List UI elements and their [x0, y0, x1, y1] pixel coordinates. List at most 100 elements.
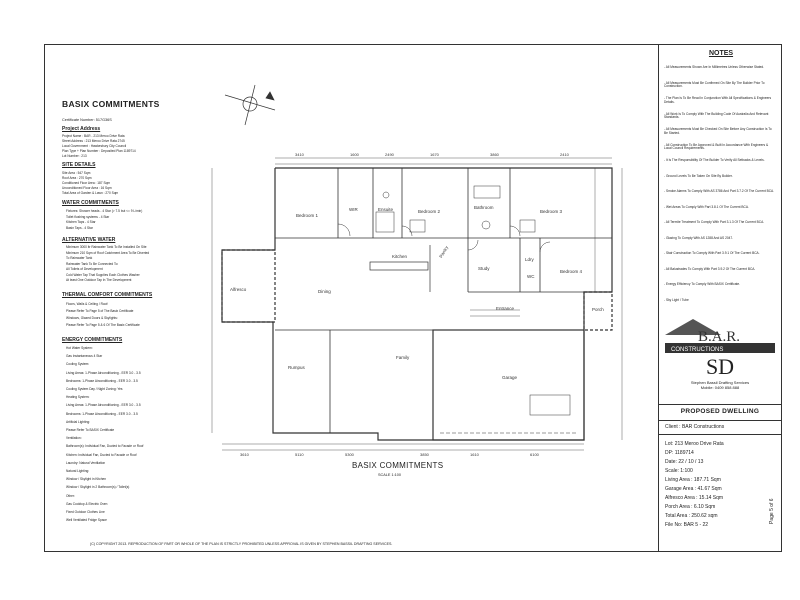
room-wir: WIR: [349, 207, 358, 212]
plan-scale: SCALE 1:100: [378, 473, 402, 477]
dp-label: DP: 1189714: [665, 450, 694, 456]
room-ensuite: Ensuite: [378, 207, 394, 212]
water-item: Toilet flushing systems - 4 Star: [66, 214, 110, 219]
energy-item: Well Ventilated Fridge Space: [66, 518, 107, 523]
note-item: - Sky Light / Tube: [664, 297, 689, 302]
company-logo-text: B.A.R.: [698, 329, 740, 345]
project-item: Street Address : 213 Meroo Drive Rata 27…: [62, 139, 125, 143]
drafting-phone: Mobile: 0409 858 888: [700, 385, 740, 390]
lot-label: Lot: 213 Meroo Drive Rata: [665, 441, 724, 447]
energy-item: Cooling System Day / Night Zoning: Yes: [66, 387, 123, 391]
dimension-label: 2490: [385, 152, 394, 157]
energy-item: Natural Lighting:: [66, 469, 90, 473]
room-kitchen: Kitchen: [392, 254, 408, 259]
north-arrow-icon: [224, 84, 276, 126]
living-area: Living Area : 187.71 Sqm: [665, 477, 721, 483]
energy-item: Living Areas: 1-Phase Airconditioning - …: [66, 403, 141, 408]
energy-item: Fixed Outdoor Clothes Line: [66, 510, 105, 514]
thermal-item: Windows, Glazed Doors & Skylights:: [66, 316, 118, 320]
room-bathroom: Bathroom: [474, 205, 494, 210]
drafting-logo: SD Stephen Bassil Drafting Services Mobi…: [659, 356, 781, 402]
energy-item: Hot Water System:: [66, 346, 93, 350]
drafting-logo-mark: SD: [705, 354, 735, 379]
dimension-label: 1670: [430, 152, 439, 157]
energy-item: Heating System:: [66, 395, 90, 400]
dimension-label: 5110: [295, 452, 304, 457]
alt-water-item: All Toilets of Development: [66, 267, 103, 271]
energy-item: Ventilation:: [66, 436, 82, 441]
energy-item: Bathroom(s): Individual Fan, Ducted to F…: [66, 444, 144, 449]
dimension-label: 6100: [530, 452, 539, 457]
room-porch: Porch: [592, 307, 604, 312]
room-entrance: Entrance: [496, 306, 515, 311]
energy-item: Window / Skylight in Kitchen: [66, 477, 107, 482]
energy-heading: ENERGY COMMITMENTS: [62, 337, 123, 343]
note-item: - All Construction To Be Approved & Buil…: [664, 142, 769, 151]
site-item: Site Area : 547 Sqm: [62, 171, 91, 175]
room-dining: Dining: [318, 289, 331, 294]
dimension-label: 3410: [295, 152, 304, 157]
water-item: Basin Taps - 4 Star: [66, 225, 93, 230]
energy-item: Bedrooms: 1-Phase Airconditioning - EER …: [66, 411, 138, 416]
note-item: - All Work Is To Comply With The Buildin…: [664, 111, 769, 120]
client-label: Client : BAR Constructions: [665, 424, 725, 430]
drafting-name: Stephen Bassil Drafting Services: [690, 380, 750, 385]
alt-water-heading: ALTERNATIVE WATER: [62, 237, 116, 243]
dimension-label: 5300: [345, 452, 354, 457]
project-item: Lot Number : 213: [62, 154, 87, 158]
note-item: - All Measurements Shown Are In Millimet…: [664, 65, 765, 69]
energy-item: Gas Instantaneous 4 Star: [66, 354, 103, 359]
note-item: - The Plan Is To Be Read In Conjunction …: [664, 96, 772, 104]
alt-water-item: Minimum 210 Sqm of Roof Catchment Area T…: [66, 250, 150, 255]
note-item: - It Is The Responsibility Of The Builde…: [664, 158, 765, 162]
water-heading: WATER COMMITMENTS: [62, 200, 119, 206]
plan-title: BASIX COMMITMENTS: [352, 461, 444, 470]
alt-water-item: At least One Outdoor Tap In The Developm…: [66, 278, 132, 282]
room-garage: Garage: [502, 375, 518, 380]
basix-title: BASIX COMMITMENTS: [62, 99, 160, 109]
room-alfresco: Alfresco: [230, 287, 247, 292]
energy-item: Please Refer To BASIX Certificate: [66, 428, 115, 432]
date-label: Date: 22 / 10 / 13: [665, 459, 704, 465]
note-item: - All Balustrades To Comply With Part 3.…: [664, 266, 756, 271]
thermal-heading: THERMAL COMFORT COMMITMENTS: [62, 292, 153, 298]
energy-item: Bedrooms: 1-Phase Airconditioning - EER …: [66, 378, 138, 383]
scale-label: Scale: 1:100: [665, 468, 693, 474]
note-item: - All Measurements Must Be Checked On Si…: [664, 127, 772, 135]
note-item: - All Termite Treatment To Comply With P…: [664, 220, 765, 224]
energy-item: Living Areas: 1-Phase Airconditioning - …: [66, 370, 141, 375]
room-laundry: Ldry: [525, 257, 534, 262]
site-item: Unconditioned Floor Area : 16 Sqm: [62, 186, 112, 190]
room-study: Study: [478, 266, 490, 271]
energy-item: Kitchen: Individual Fan, Ducted to Facad…: [66, 452, 137, 457]
notes-title: NOTES: [708, 50, 734, 57]
project-address-heading: Project Address: [62, 126, 101, 132]
dimension-label: 3610: [240, 452, 249, 457]
site-item: Roof Area : 270 Sqm: [62, 176, 92, 180]
certificate-number: Certificate Number: 517G36S: [62, 118, 112, 122]
room-bedroom-3: Bedroom 3: [540, 209, 563, 214]
room-bedroom-2: Bedroom 2: [418, 209, 441, 214]
room-bedroom-1: Bedroom 1: [296, 213, 319, 218]
site-item: Conditioned Floor Area : 187 Sqm: [62, 181, 111, 185]
alt-water-item: Minimum 3000 ltr Rainwater Tank To Be In…: [66, 245, 147, 249]
room-rumpus: Rumpus: [288, 365, 305, 370]
room-bedroom-4: Bedroom 4: [560, 269, 583, 274]
drawing-sheet-border: [44, 44, 782, 552]
project-item: Local Government : Hawkesbury City Counc…: [62, 144, 127, 148]
dimension-label: 1610: [470, 452, 479, 457]
proposed-dwelling: PROPOSED DWELLING: [680, 408, 760, 415]
room-wc: WC: [527, 274, 535, 279]
energy-item: Other:: [66, 493, 75, 498]
thermal-item: Floors, Walls & Ceiling / Roof:: [66, 302, 109, 306]
total-area: Total Area : 250.62 sqm: [665, 513, 718, 519]
thermal-item: Please Refer To Page 5 & 6 Of The Basix …: [66, 323, 140, 327]
note-item: - All Measurements Must Be Confirmed On …: [664, 80, 765, 89]
project-item: Plan Type + Plan Number : Deposited Plan…: [62, 149, 136, 153]
energy-item: Gas Cooktop & Electric Oven: [66, 501, 108, 506]
porch-area: Porch Area : 6.10 Sqm: [665, 504, 716, 510]
note-item: - Energy Efficiency To Comply With BASIX…: [664, 282, 741, 286]
copyright-notice: (C) COPYRIGHT 2013. REPRODUCTION OF PART…: [90, 542, 393, 546]
alt-water-item: Cold Water Tap That Supplies Each Clothe…: [66, 272, 140, 277]
